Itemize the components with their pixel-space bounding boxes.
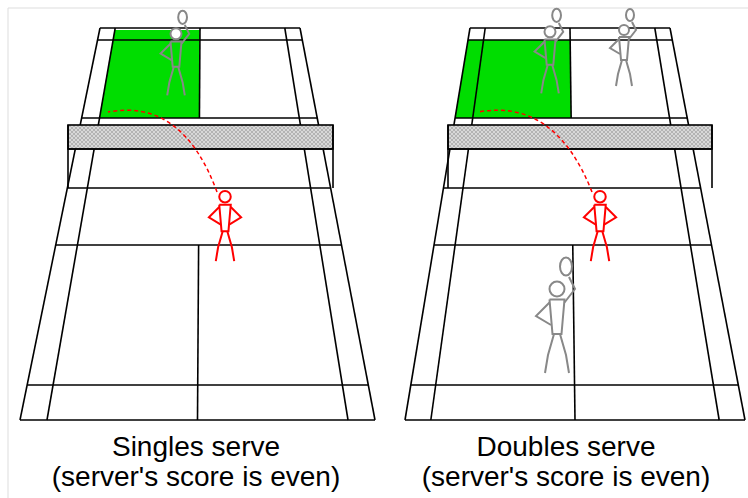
net-post: [332, 125, 334, 188]
shuttle-path: [478, 110, 592, 192]
net-tape: [448, 148, 712, 150]
player-figure: [536, 258, 575, 374]
court-line: [300, 28, 375, 420]
court-line: [47, 28, 115, 420]
court-line: [570, 28, 571, 118]
caption-label: Singles serve: [112, 432, 280, 462]
badminton-court: [405, 9, 745, 420]
badminton-court: [20, 11, 375, 420]
frame-line: [8, 8, 9, 498]
court-line: [285, 28, 348, 420]
court-line: [443, 187, 700, 189]
player-figure: [535, 9, 564, 94]
court-line: [198, 245, 199, 420]
net: [68, 125, 333, 149]
caption-label: (server's score is even): [422, 462, 711, 492]
frame-line: [8, 8, 748, 9]
shuttle-path: [108, 110, 217, 192]
caption-label: Doubles serve: [477, 432, 656, 462]
court-line: [670, 28, 745, 420]
court-line: [573, 245, 575, 420]
court-line: [199, 28, 201, 118]
player-figure: [209, 191, 241, 261]
net-post: [711, 125, 713, 188]
net-tape: [68, 148, 333, 150]
court-line: [431, 28, 485, 420]
player-figure: [161, 11, 190, 96]
net-post: [67, 125, 69, 188]
service-court: [455, 40, 571, 118]
player-figure: [610, 9, 636, 86]
court-line: [20, 28, 100, 420]
court-line: [67, 187, 330, 189]
net-post: [447, 125, 449, 188]
player-figure: [584, 191, 616, 261]
caption-label: (server's score is even): [52, 462, 341, 492]
service-court: [100, 30, 200, 118]
court-line: [405, 28, 470, 420]
net: [448, 125, 712, 149]
court-line: [655, 28, 719, 420]
